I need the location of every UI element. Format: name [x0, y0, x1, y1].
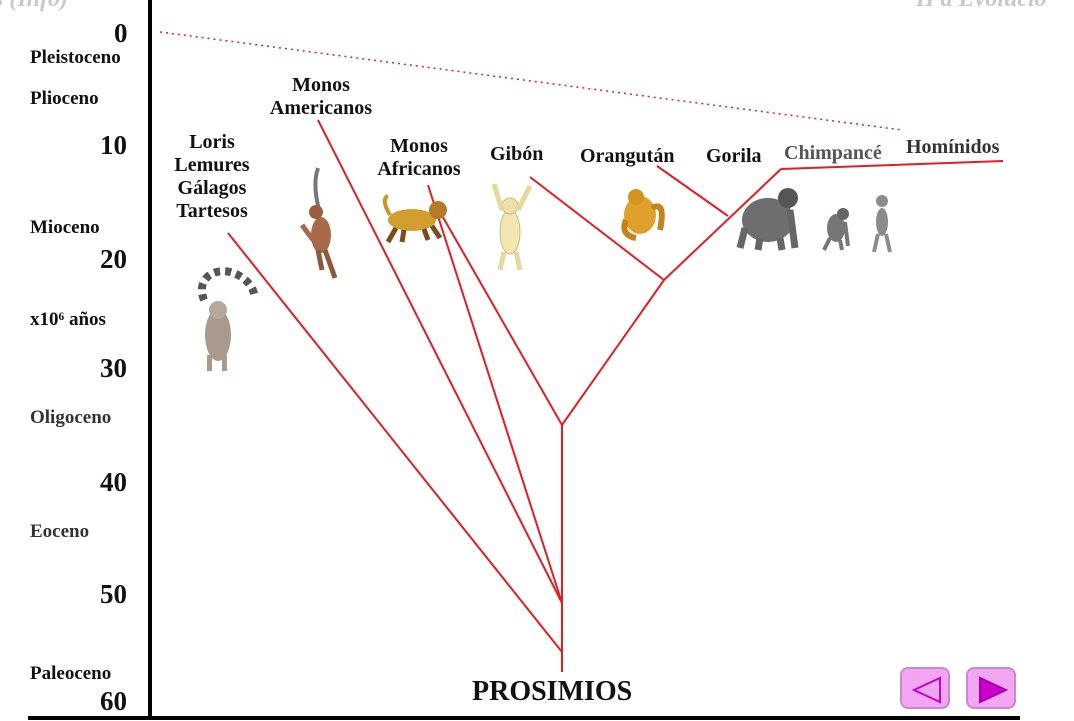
- lemur-icon: [198, 267, 259, 371]
- epoch-pliocene: Plioceno: [30, 88, 99, 109]
- chimpanzee-icon: [822, 208, 850, 251]
- tick-20: 20: [100, 244, 127, 274]
- label-chimpanzee: Chimpancé: [784, 142, 882, 164]
- branch-prosimians: [227, 232, 563, 653]
- time-axis: [148, 0, 152, 718]
- tick-50: 50: [100, 579, 127, 609]
- orangutan-icon: [621, 189, 665, 241]
- previous-button[interactable]: [900, 667, 950, 709]
- label-root-prosimians: PROSIMIOS: [472, 676, 633, 707]
- branch-old-world-2: [439, 211, 563, 426]
- branch-new-world: [317, 119, 563, 604]
- header-right-text: II a Evolució: [916, 0, 1047, 13]
- tick-30: 30: [100, 353, 127, 383]
- branches: [227, 119, 1004, 672]
- epoch-oligocene: Oligoceno: [30, 407, 112, 428]
- tick-0: 0: [114, 18, 128, 48]
- baseline: [28, 716, 1020, 720]
- branch-great-apes: [663, 168, 782, 281]
- header-left-text: s (Info): [0, 0, 68, 13]
- epoch-pleistocene: Pleistoceno: [30, 47, 121, 68]
- label-new-world-monkeys: Monos Americanos: [269, 74, 373, 119]
- tick-40: 40: [100, 467, 127, 497]
- branch-orangutan: [656, 165, 729, 217]
- label-orangutan: Orangután: [580, 145, 675, 167]
- branch-old-world: [427, 184, 563, 604]
- epoch-paleocene: Paleoceno: [30, 663, 112, 684]
- label-hominids: Homínidos: [906, 136, 1000, 158]
- gorilla-icon: [736, 188, 799, 251]
- branch-hominids: [780, 160, 1004, 170]
- arrow-right-icon: [979, 676, 1009, 704]
- time-unit-label: x10⁶ años: [30, 309, 106, 330]
- label-prosimians: Loris Lemures Gálagos Tartesos: [174, 131, 250, 222]
- epoch-eocene: Eoceno: [30, 521, 90, 542]
- label-old-world-monkeys: Monos Africanos: [377, 135, 461, 180]
- spider-monkey-icon: [299, 167, 338, 279]
- tick-10: 10: [100, 130, 127, 160]
- label-gibbon: Gibón: [490, 143, 544, 165]
- arrow-left-icon: [911, 676, 941, 704]
- label-gorilla: Gorila: [706, 145, 762, 167]
- epoch-miocene: Mioceno: [30, 217, 100, 238]
- next-button[interactable]: [966, 667, 1016, 709]
- branch-apes: [561, 279, 665, 426]
- hominid-icon: [872, 195, 892, 253]
- macaque-icon: [382, 194, 447, 244]
- tick-60: 60: [100, 686, 127, 716]
- gibbon-icon: [491, 183, 533, 271]
- branch-gibbon: [529, 176, 665, 281]
